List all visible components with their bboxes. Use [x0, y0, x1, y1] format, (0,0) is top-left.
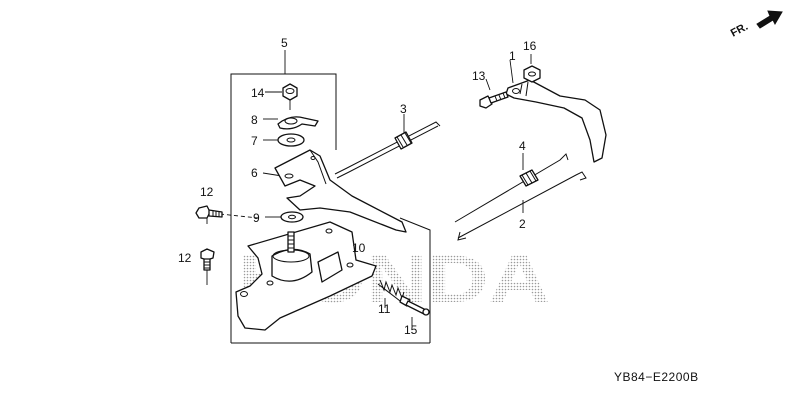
part-13-bolt [479, 91, 509, 109]
part-14-nut [282, 83, 298, 110]
part-8-plate [277, 116, 319, 130]
part-6-lever [274, 149, 407, 233]
part-4-rod [454, 153, 569, 223]
callout-3: 3 [400, 102, 407, 116]
front-arrow-icon [756, 10, 783, 29]
callout-5: 5 [281, 36, 288, 50]
callout-9: 9 [253, 211, 260, 225]
part-11-spring [377, 279, 405, 305]
callout-12-upper: 12 [200, 185, 214, 199]
callout-8: 8 [251, 113, 258, 127]
callout-11: 11 [378, 302, 391, 316]
callout-14: 14 [251, 86, 265, 100]
callout-2: 2 [519, 217, 526, 231]
part-2-rod [457, 171, 587, 241]
callout-4: 4 [519, 139, 526, 153]
callout-7: 7 [251, 134, 258, 148]
part-3-rod [334, 121, 441, 179]
part-10-base-plate [235, 221, 377, 331]
callout-13: 13 [472, 69, 486, 83]
callout-6: 6 [251, 166, 258, 180]
part-1-lever-arm [505, 79, 607, 163]
part-12-bolt-lower [200, 248, 215, 271]
part-9-washer [280, 211, 304, 223]
diagram-code: YB84−E2200B [614, 370, 699, 384]
part-15-screw [399, 295, 430, 316]
callout-10: 10 [352, 241, 366, 255]
part-12-bolt-upper [195, 205, 223, 219]
part-16-nut [523, 65, 541, 83]
callout-15: 15 [404, 323, 418, 337]
front-direction-indicator: FR. [729, 10, 783, 40]
callout-1: 1 [509, 49, 516, 63]
callout-12-lower: 12 [178, 251, 192, 265]
callout-16: 16 [523, 39, 537, 53]
assembly-boundary [230, 73, 431, 344]
callout-labels: 1 2 3 4 5 6 7 8 9 10 11 12 12 13 14 15 1… [178, 36, 537, 337]
part-7-washer [277, 133, 305, 147]
front-direction-label: FR. [729, 21, 750, 40]
